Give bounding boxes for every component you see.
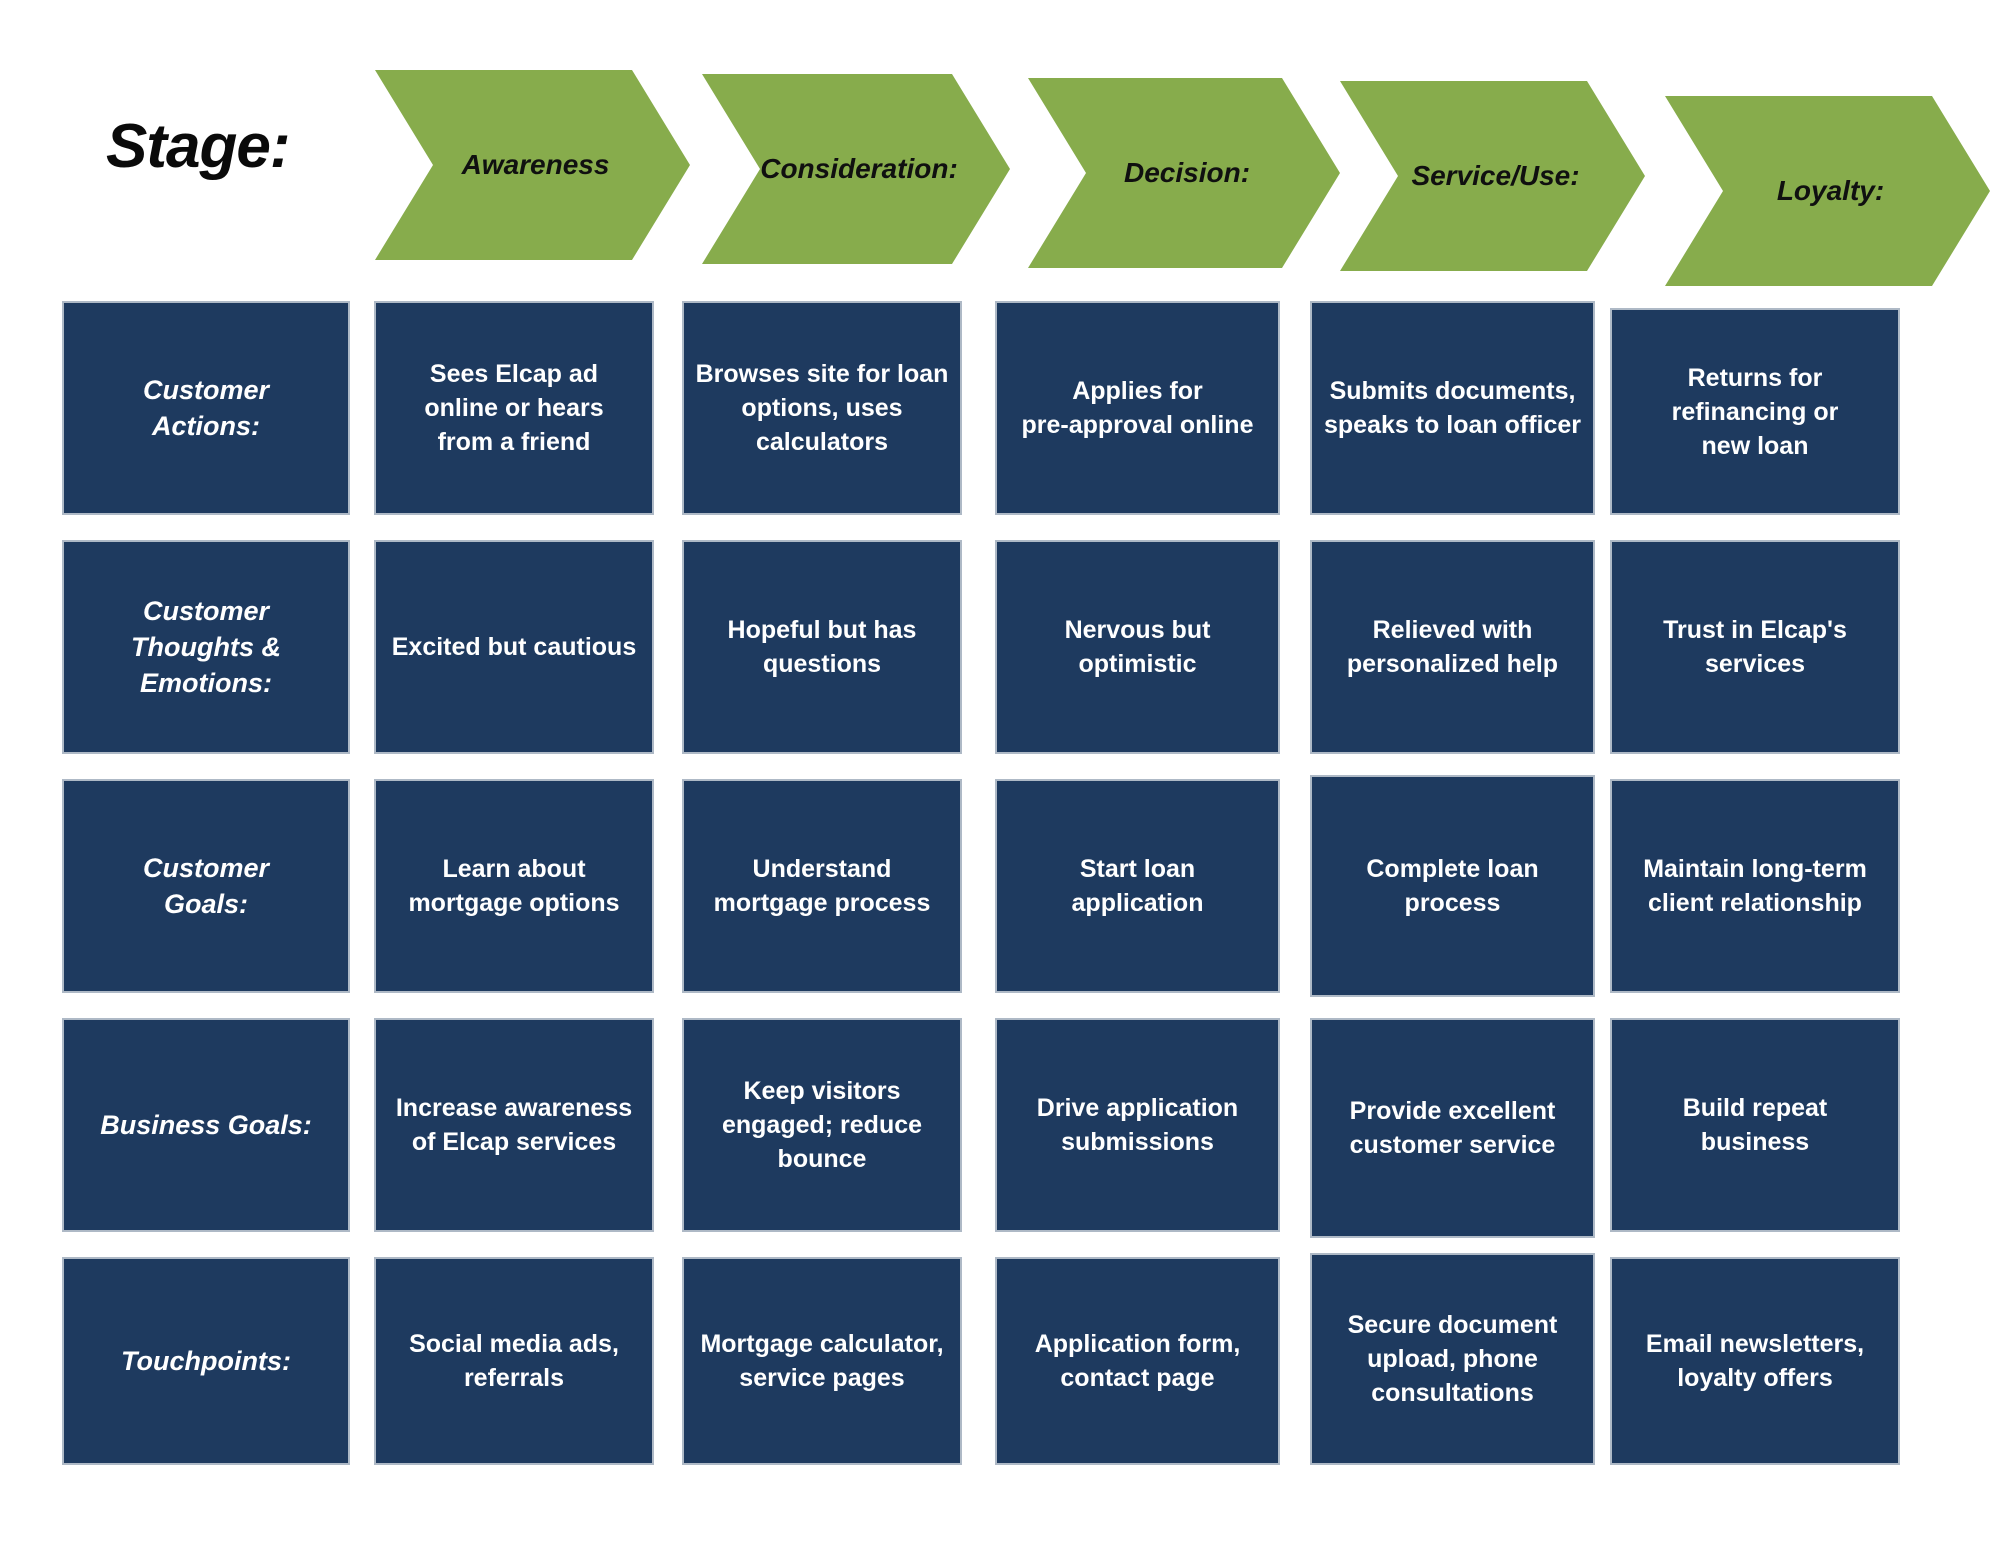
journey-cell-touchpoints-consideration: Mortgage calculator, service pages [682,1257,962,1465]
stage-arrow-label: Loyalty: [1776,175,1885,206]
journey-cell-business-consideration: Keep visitors engaged; reduce bounce [682,1018,962,1232]
journey-cell-goals-loyalty: Maintain long-term client relationship [1610,779,1900,993]
journey-cell-touchpoints-decision: Application form, contact page [995,1257,1280,1465]
journey-cell-emotions-decision: Nervous but optimistic [995,540,1280,754]
stage-arrow-label: Service/Use: [1411,160,1580,191]
page-title: Stage: [106,112,290,181]
journey-cell-goals-service: Complete loan process [1310,775,1595,997]
journey-cell-emotions-awareness: Excited but cautious [374,540,654,754]
journey-cell-actions-awareness: Sees Elcap ad online or hears from a fri… [374,301,654,515]
stage-arrow-awareness: Awareness [375,70,690,260]
journey-cell-goals-awareness: Learn about mortgage options [374,779,654,993]
journey-cell-actions-service: Submits documents, speaks to loan office… [1310,301,1595,515]
journey-cell-actions-loyalty: Returns for refinancing or new loan [1610,308,1900,515]
journey-cell-emotions-loyalty: Trust in Elcap's services [1610,540,1900,754]
journey-cell-business-decision: Drive application submissions [995,1018,1280,1232]
stage-arrow-decision: Decision: [1028,78,1340,268]
journey-cell-actions-decision: Applies for pre-approval online [995,301,1280,515]
journey-cell-business-loyalty: Build repeat business [1610,1018,1900,1232]
journey-cell-touchpoints-loyalty: Email newsletters, loyalty offers [1610,1257,1900,1465]
journey-cell-business-awareness: Increase awareness of Elcap services [374,1018,654,1232]
stage-arrow-label: Consideration: [760,153,958,184]
row-label-business-goals: Business Goals: [62,1018,350,1232]
journey-cell-touchpoints-awareness: Social media ads, referrals [374,1257,654,1465]
stage-arrow-consideration: Consideration: [702,74,1010,264]
journey-cell-goals-decision: Start loan application [995,779,1280,993]
journey-cell-business-service: Provide excellent customer service [1310,1018,1595,1238]
journey-cell-goals-consideration: Understand mortgage process [682,779,962,993]
stage-arrow-service-use: Service/Use: [1340,81,1645,271]
journey-cell-touchpoints-service: Secure document upload, phone consultati… [1310,1253,1595,1465]
stage-arrow-label: Awareness [461,149,610,180]
row-label-customer-actions: Customer Actions: [62,301,350,515]
journey-cell-actions-consideration: Browses site for loan options, uses calc… [682,301,962,515]
stage-arrow-label: Decision: [1123,157,1251,188]
row-label-customer-goals: Customer Goals: [62,779,350,993]
row-label-customer-thoughts-emotions: Customer Thoughts & Emotions: [62,540,350,754]
journey-cell-emotions-service: Relieved with personalized help [1310,540,1595,754]
journey-cell-emotions-consideration: Hopeful but has questions [682,540,962,754]
row-label-touchpoints: Touchpoints: [62,1257,350,1465]
stage-arrow-loyalty: Loyalty: [1665,96,1990,286]
